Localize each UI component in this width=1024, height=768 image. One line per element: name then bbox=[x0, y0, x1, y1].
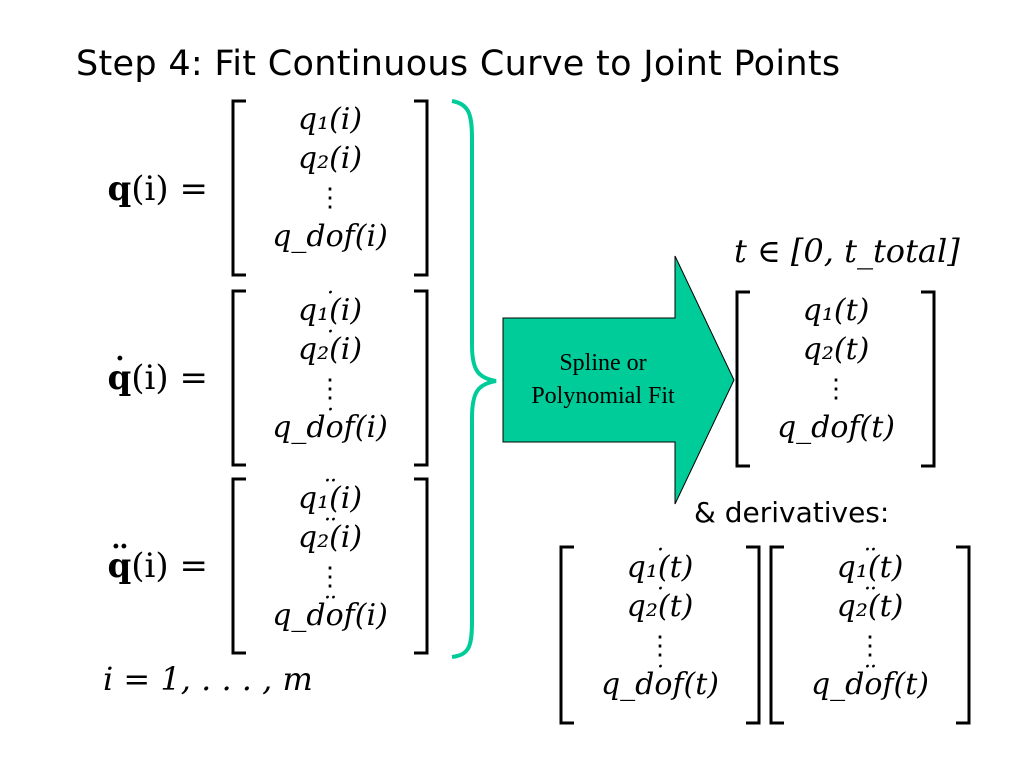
vector-ddfit: ··q₁(t) ··q₂(t) ⋮ ··q_dof(t) bbox=[786, 538, 954, 704]
lhs-qddot: ··q(i) = bbox=[58, 532, 208, 586]
vector-qdot: ·q₁(i) ·q₂(i) ⋮ ·q_dof(i) bbox=[248, 281, 412, 447]
qddot1t-entry: ··q₁(t) bbox=[836, 538, 904, 585]
bracket-fit-left bbox=[735, 290, 750, 468]
vdots: ⋮ bbox=[317, 561, 343, 592]
lhs-qdot-arg: (i) = bbox=[131, 358, 208, 398]
bracket-qddot-right bbox=[414, 477, 429, 655]
lhs-qddot-arg: (i) = bbox=[131, 546, 208, 586]
lhs-qddot-var: ··q bbox=[107, 532, 132, 586]
lhs-q-arg: (i) = bbox=[131, 169, 208, 209]
vector-qddot: ··q₁(i) ··q₂(i) ⋮ ··q_dof(i) bbox=[248, 469, 412, 635]
bracket-fit-right bbox=[921, 290, 936, 468]
bracket-ddfit-right bbox=[956, 545, 971, 725]
vdots: ⋮ bbox=[317, 373, 343, 404]
arrow-label-line2: Polynomial Fit bbox=[531, 383, 675, 409]
arrow-label: Spline or Polynomial Fit bbox=[503, 347, 703, 413]
vdots: ⋮ bbox=[317, 182, 343, 213]
vector-dfit: ·q₁(t) ·q₂(t) ⋮ ·q_dof(t) bbox=[576, 538, 744, 704]
vdots: ⋮ bbox=[857, 630, 883, 661]
qddot2t-entry: ··q₂(t) bbox=[836, 577, 904, 624]
bracket-ddfit-left bbox=[769, 545, 784, 725]
q2-entry: q₂(i) bbox=[297, 141, 363, 176]
slide-title: Step 4: Fit Continuous Curve to Joint Po… bbox=[76, 44, 841, 84]
lhs-q: q(i) = bbox=[58, 169, 208, 209]
vdots: ⋮ bbox=[647, 630, 673, 661]
lhs-qdot: ·q(i) = bbox=[58, 344, 208, 398]
index-range: i = 1, . . . , m bbox=[103, 660, 313, 698]
qdot1-entry: ·q₁(i) bbox=[297, 281, 363, 328]
bracket-q-left bbox=[231, 99, 246, 277]
qddotdoft-entry: ··q_dof(t) bbox=[810, 655, 930, 702]
qddot1-entry: ··q₁(i) bbox=[297, 469, 363, 516]
q1-entry: q₁(i) bbox=[297, 102, 363, 137]
qdot2-entry: ·q₂(i) bbox=[297, 320, 363, 367]
bracket-q-right bbox=[414, 99, 429, 277]
vector-fit: q₁(t) q₂(t) ⋮ q_dof(t) bbox=[752, 291, 920, 447]
qdof-entry: q_dof(i) bbox=[272, 219, 388, 254]
bracket-qddot-left bbox=[231, 477, 246, 655]
qdotdoft-entry: ·q_dof(t) bbox=[600, 655, 720, 702]
qddot2-entry: ··q₂(i) bbox=[297, 508, 363, 555]
qddotdof-entry: ··q_dof(i) bbox=[272, 586, 388, 633]
vector-q: q₁(i) q₂(i) ⋮ q_dof(i) bbox=[248, 100, 412, 256]
fit-arrow bbox=[502, 255, 735, 505]
lhs-qdot-var: ·q bbox=[107, 344, 132, 398]
bracket-dfit-left bbox=[559, 545, 574, 725]
qdotdof-entry: ·q_dof(i) bbox=[272, 398, 388, 445]
vdots: ⋮ bbox=[823, 373, 849, 404]
q1t-entry: q₁(t) bbox=[802, 293, 870, 328]
bracket-qdot-right bbox=[414, 289, 429, 467]
curly-brace bbox=[451, 99, 497, 659]
qdot1t-entry: ·q₁(t) bbox=[626, 538, 694, 585]
arrow-label-line1: Spline or bbox=[559, 350, 647, 376]
time-domain: t ∈ [0, t_total] bbox=[734, 232, 960, 270]
bracket-dfit-right bbox=[746, 545, 761, 725]
bracket-qdot-left bbox=[231, 289, 246, 467]
derivatives-label: & derivatives: bbox=[694, 496, 890, 529]
lhs-q-var: q bbox=[107, 169, 132, 209]
qdoft-entry: q_dof(t) bbox=[776, 410, 896, 445]
qdot2t-entry: ·q₂(t) bbox=[626, 577, 694, 624]
q2t-entry: q₂(t) bbox=[802, 332, 870, 367]
